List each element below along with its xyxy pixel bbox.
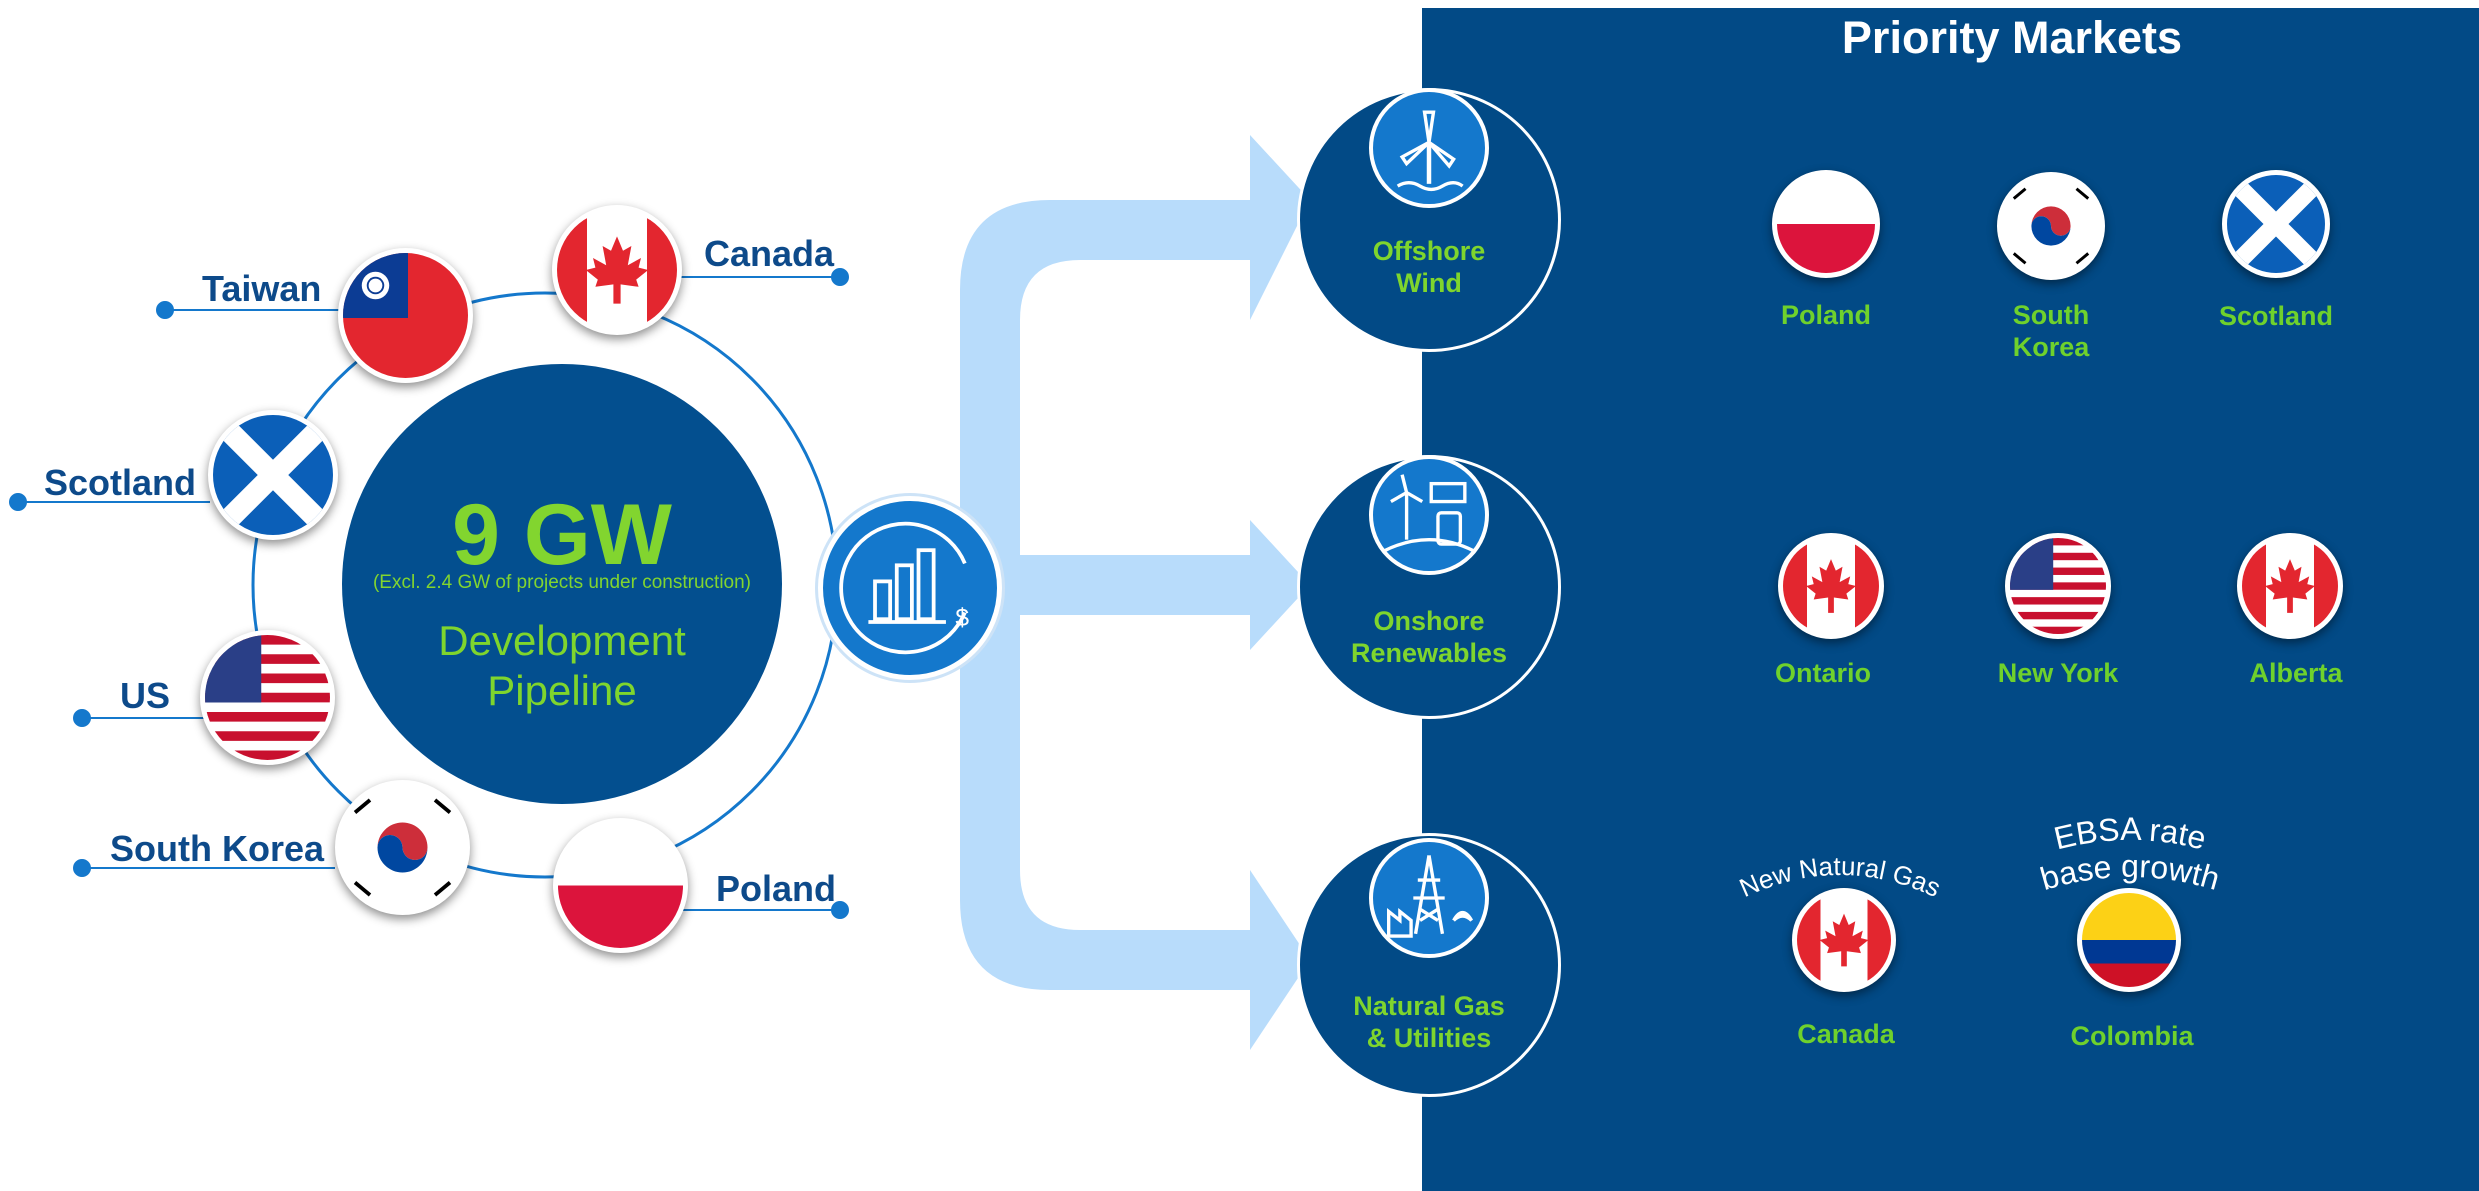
market-label-alberta: Alberta <box>2249 658 2343 688</box>
market-flag-ontario <box>1778 533 1884 639</box>
growth-chart-icon: $ <box>839 521 969 655</box>
flag-south-korea <box>335 780 470 915</box>
market-flag-new-york <box>2005 533 2111 639</box>
market-label-new-york: New York <box>1997 658 2119 688</box>
segment-offshore-wind-icon-wrap <box>1369 88 1489 208</box>
hub-node: $ <box>818 496 1002 680</box>
pipeline-note: (Excl. 2.4 GW of projects under construc… <box>372 572 752 593</box>
country-label-taiwan: Taiwan <box>202 268 322 309</box>
market-label-scotland: Scotland <box>2218 301 2333 331</box>
market-flag-poland <box>1772 170 1880 278</box>
country-label-poland: Poland <box>716 868 837 909</box>
flag-us <box>200 630 335 765</box>
market-flag-south-korea <box>1997 172 2105 280</box>
flag-poland <box>553 818 688 953</box>
market-label-colombia: Colombia <box>2070 1021 2194 1051</box>
market-label-canada: Canada <box>1797 1019 1895 1049</box>
market-flag-canada <box>1792 888 1896 992</box>
transmission-tower-icon <box>1387 855 1474 938</box>
segment-onshore-renewables-label: Onshore Renewables <box>1350 606 1508 668</box>
leader-lines <box>9 268 849 919</box>
flag-canada <box>552 205 682 335</box>
solar-wind-icon <box>1383 474 1475 553</box>
flag-taiwan <box>338 248 473 383</box>
segment-offshore-wind-label: Offshore Wind <box>1372 236 1486 298</box>
market-label-poland: Poland <box>1780 300 1871 330</box>
pipeline-caption-line2: Pipeline <box>487 667 637 714</box>
country-label-us: US <box>120 675 171 716</box>
wind-turbine-icon <box>1396 110 1464 192</box>
market-flag-scotland <box>2222 170 2330 278</box>
segment-gas-icon-wrap <box>1369 838 1489 958</box>
panel-title: Priority Markets <box>1841 12 2183 63</box>
flow-arrows <box>960 135 1310 1050</box>
svg-text:$: $ <box>955 605 969 632</box>
country-label-canada: Canada <box>704 233 835 274</box>
pipeline-caption: Development Pipeline <box>342 616 782 716</box>
note-ebsa: EBSA rate base growth <box>2036 811 2223 897</box>
country-label-south-korea: South Korea <box>110 828 325 869</box>
pipeline-circle <box>342 364 782 804</box>
segment-onshore-icon-wrap <box>1369 455 1489 575</box>
country-label-scotland: Scotland <box>44 462 197 503</box>
pipeline-caption-line1: Development <box>438 617 686 664</box>
flag-scotland <box>208 410 338 540</box>
market-label-ontario: Ontario <box>1774 658 1871 688</box>
market-flag-alberta <box>2237 533 2343 639</box>
market-flag-colombia <box>2077 888 2181 992</box>
pipeline-capacity: 9 GW <box>452 487 672 583</box>
market-label-south-korea: South Korea <box>2012 300 2090 362</box>
segment-natural-gas-label: Natural Gas & Utilities <box>1353 991 1505 1053</box>
